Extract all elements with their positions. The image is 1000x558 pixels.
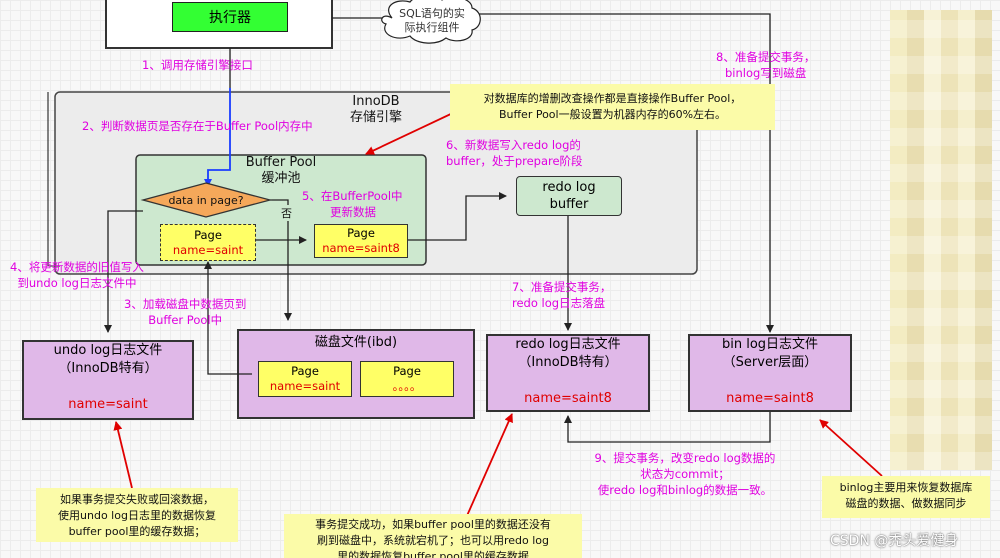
step-4-label: 4、将更新数据的旧值写入 到undo log日志文件中 (10, 260, 144, 290)
step-2-label: 2、判断数据页是否存在于Buffer Pool内存中 (82, 119, 313, 133)
note-binlog: binlog主要用来恢复数据库 磁盘的数据、做数据同步 (822, 476, 990, 518)
cloud-label: SQL语句的实 际执行组件 (399, 7, 465, 34)
step-6-label: 6、新数据写入redo log的 buffer，处于prepare阶段 (446, 138, 583, 168)
redo-log-buffer: redo log buffer (516, 176, 622, 216)
decision-no-label: 否 (281, 205, 292, 221)
disk-page-2: Page 。。。。 (360, 361, 454, 397)
step-9-label: 9、提交事务，改变redo log数据的 状态为commit； 使redo lo… (594, 451, 776, 497)
executor-box[interactable]: 执行器 (172, 2, 288, 32)
cloud-shape (381, 0, 481, 44)
undo-log-file: undo log日志文件 （InnoDB特有） name=saint (22, 340, 194, 420)
page-old: Page name=saint (160, 224, 256, 261)
buffer-pool-title: Buffer Pool 缓冲池 (245, 155, 317, 186)
step-8-label: 8、准备提交事务， binlog写到磁盘 (716, 50, 816, 80)
step-5-label: 5、在BufferPool中 更新数据 (302, 189, 403, 219)
note-buffer-pool: 对数据库的增删改查操作都是直接操作Buffer Pool， Buffer Poo… (450, 84, 775, 130)
watermark: CSDN @秃头爱健身 (830, 533, 959, 549)
disk-file-title: 磁盘文件(ibd) (314, 335, 398, 350)
decision-diamond (140, 182, 273, 218)
redo-log-file: redo log日志文件 （InnoDB特有） name=saint8 (486, 334, 650, 412)
disk-page-1: Page name=saint (258, 361, 352, 397)
innodb-title: InnoDB 存储引擎 (349, 94, 402, 125)
note-redo-log: 事务提交成功，如果buffer pool里的数据还没有 刷到磁盘中，系统就宕机了… (284, 514, 582, 558)
pixelated-region (890, 10, 992, 470)
bin-log-file: bin log日志文件 （Server层面） name=saint8 (688, 334, 852, 412)
decision-label: data in page? (168, 193, 244, 207)
step-7-label: 7、准备提交事务， redo log日志落盘 (512, 280, 612, 310)
step-3-label: 3、加载磁盘中数据页到 Buffer Pool中 (124, 297, 247, 327)
executor-label: 执行器 (209, 10, 251, 26)
page-new: Page name=saint8 (314, 224, 408, 258)
step-1-label: 1、调用存储引擎接口 (142, 58, 253, 72)
note-undo-log: 如果事务提交失败或回滚数据， 使用undo log日志里的数据恢复 buffer… (36, 488, 238, 542)
